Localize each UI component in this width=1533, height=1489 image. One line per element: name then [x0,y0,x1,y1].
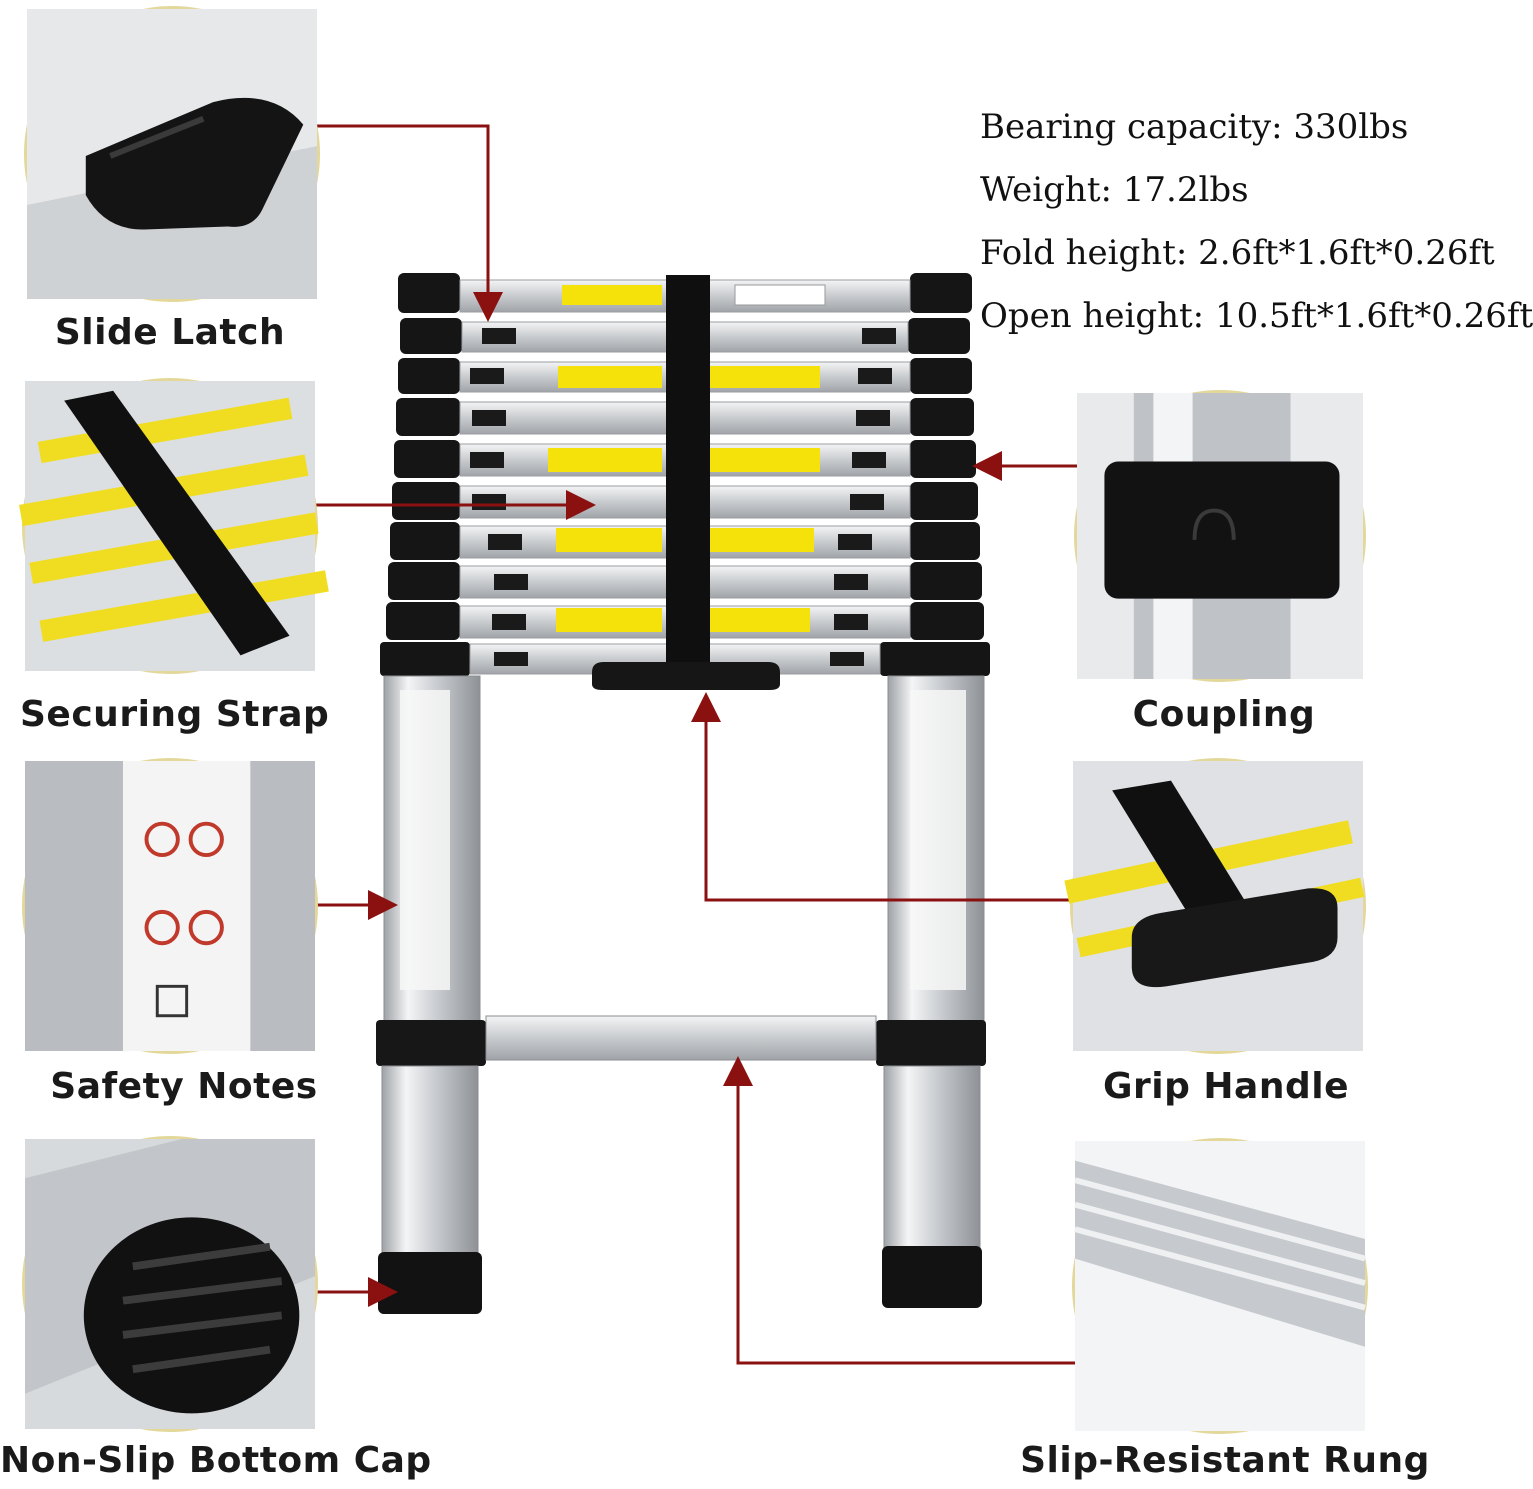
telescopic-ladder-illustration [312,124,1098,1365]
label-securing-strap: Securing Strap [20,694,330,735]
securing-strap-detail-image [19,378,329,674]
spec-bearing-capacity: Bearing capacity: 330lbs [980,107,1409,147]
callout-arrows [312,124,1098,1365]
slide-latch-detail-image [24,6,320,302]
spec-fold-height: Fold height: 2.6ft*1.6ft*0.26ft [980,233,1495,273]
label-safety-notes: Safety Notes [50,1066,318,1107]
label-grip-handle: Grip Handle [1102,1066,1350,1107]
label-coupling: Coupling [1132,694,1316,735]
safety-notes-detail-image [22,758,318,1054]
label-slip-resistant-rung: Slip-Resistant Rung [1020,1440,1430,1481]
label-slide-latch: Slide Latch [54,312,286,353]
coupling-detail-image [1074,390,1366,682]
spec-list: Bearing capacity: 330lbs Weight: 17.2lbs… [980,96,1533,348]
label-non-slip-bottom-cap: Non-Slip Bottom Cap [0,1440,432,1481]
product-infographic: Bearing capacity: 330lbs Weight: 17.2lbs… [0,6,1533,1481]
slip-resistant-rung-detail-image [1072,1138,1368,1434]
bottom-cap-detail-image [22,1136,318,1432]
spec-weight: Weight: 17.2lbs [980,170,1249,210]
side-poles [376,675,986,1314]
grip-handle-detail-image [1064,758,1366,1054]
securing-strap-graphic [592,275,780,690]
spec-open-height: Open height: 10.5ft*1.6ft*0.26ft [980,296,1533,336]
